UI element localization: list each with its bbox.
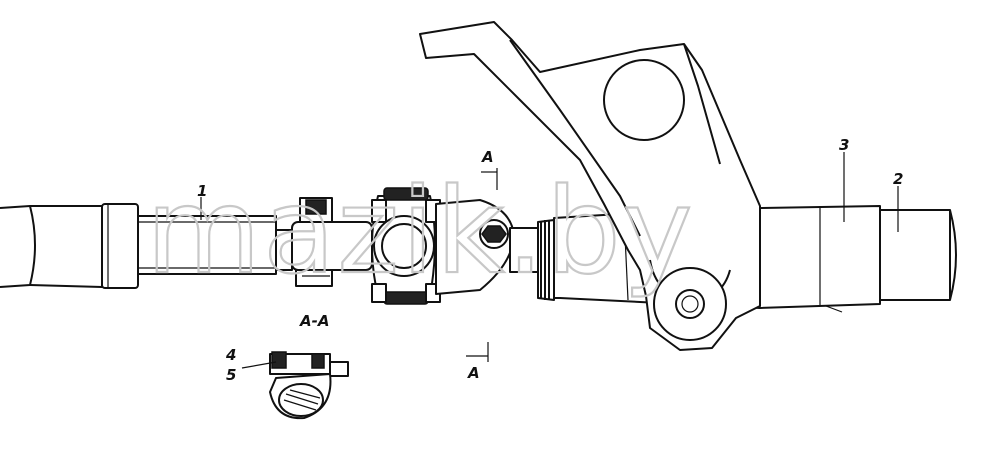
callout-4: 4 [225, 346, 236, 364]
section-detail [269, 351, 349, 420]
callout-3: 3 [839, 136, 849, 154]
right-yoke [435, 199, 539, 295]
callout-5: 5 [226, 366, 236, 384]
universal-joint [371, 187, 441, 305]
left-shaft [0, 203, 277, 289]
pivot-bushing [653, 267, 727, 341]
watermark-text: mazik.by [146, 162, 695, 300]
leader-lines [200, 152, 899, 369]
section-mark-top [481, 168, 498, 190]
section-mark-top-label: A [481, 148, 494, 166]
callout-1: 1 [197, 182, 207, 200]
section-view-title: A-A [299, 312, 329, 330]
callout-2: 2 [893, 170, 903, 188]
output-shaft [879, 209, 957, 301]
mounting-bracket [419, 21, 761, 351]
section-mark-bottom-label: A [467, 364, 480, 382]
section-mark-bottom [466, 342, 489, 362]
